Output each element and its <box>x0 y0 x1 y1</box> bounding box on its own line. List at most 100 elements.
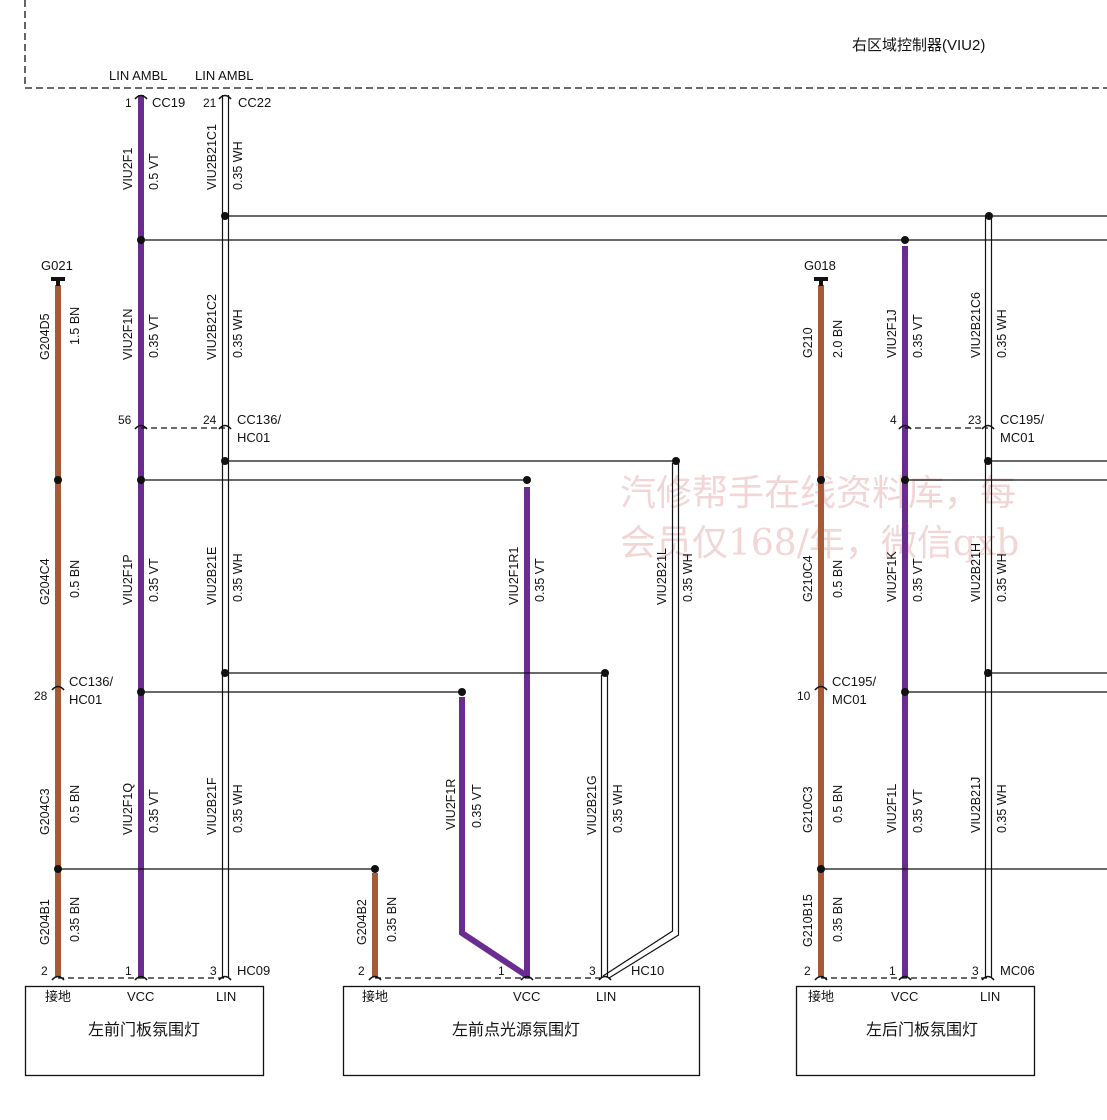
wire-spec: 0.5 BN <box>68 785 82 823</box>
component-title: 左前门板氛围灯 <box>88 1021 200 1039</box>
wire-id: G204D5 <box>38 313 52 360</box>
wire-spec: 0.35 BN <box>385 897 399 942</box>
pin-number: 1 <box>889 964 896 978</box>
wire-spec: 0.5 VT <box>147 153 161 190</box>
wire-spec: 0.35 VT <box>911 558 925 602</box>
terminal-vcc: VCC <box>127 989 154 1004</box>
pin-number: 21 <box>203 96 217 110</box>
connector-hc10: HC10 <box>631 963 664 978</box>
wire-spec: 1.5 BN <box>68 307 82 345</box>
wire-id: G210C3 <box>801 786 815 833</box>
wire-spec: 0.35 WH <box>231 141 245 190</box>
terminal-ground: 接地 <box>45 989 71 1004</box>
connector-arcs <box>51 94 995 981</box>
pin-number: 10 <box>797 689 811 703</box>
wire-id: VIU2B21L <box>655 548 669 605</box>
wire-white-viu2b21l <box>602 463 674 977</box>
pin-number: 28 <box>34 689 48 703</box>
wire-spec: 0.35 WH <box>995 784 1009 833</box>
pin-number: 4 <box>890 413 897 427</box>
ground-symbols <box>51 277 828 286</box>
component-title: 左前点光源氛围灯 <box>452 1021 580 1039</box>
module-pin-label: LIN AMBL <box>109 68 168 83</box>
wire-spec: 0.35 VT <box>911 789 925 833</box>
wire-id: VIU2F1L <box>885 784 899 833</box>
wire-id: VIU2B21G <box>585 775 599 835</box>
wire-id: VIU2B21F <box>205 777 219 835</box>
splice-dots <box>54 212 993 873</box>
pin-number: 3 <box>972 964 979 978</box>
wire-id: G204C4 <box>38 558 52 605</box>
terminal-ground: 接地 <box>808 989 834 1004</box>
wire-id: G204B2 <box>355 899 369 945</box>
wire-spec: 0.35 VT <box>147 558 161 602</box>
wire-id: G204B1 <box>38 899 52 945</box>
wire-id: G210C4 <box>801 555 815 602</box>
wire-id: VIU2B21C1 <box>205 124 219 190</box>
wire-spec: 0.35 VT <box>147 314 161 358</box>
terminal-ground: 接地 <box>362 989 388 1004</box>
wire-id: VIU2F1J <box>885 309 899 358</box>
component-left-rear-door: 接地 VCC LIN 左后门板氛围灯 <box>795 985 1036 1077</box>
wire-violet-viu2f1 <box>138 95 144 977</box>
wire-violet-viu2f1r1 <box>524 487 530 977</box>
pin-number: 23 <box>968 413 982 427</box>
wire-spec: 0.35 WH <box>995 309 1009 358</box>
wire-white-viu2b21l <box>608 463 680 979</box>
wire-violet-viu2f1j <box>902 246 908 977</box>
wire-spec: 0.35 BN <box>68 897 82 942</box>
terminal-vcc: VCC <box>513 989 540 1004</box>
connector-cc195-a: CC195/ <box>1000 412 1044 427</box>
pin-number: 3 <box>589 964 596 978</box>
connector-hc01-b: HC01 <box>69 692 102 707</box>
wire-spec: 0.35 WH <box>231 784 245 833</box>
wire-spec: 0.35 VT <box>147 789 161 833</box>
component-title: 左后门板氛围灯 <box>866 1021 978 1039</box>
wire-id: VIU2B21C6 <box>969 292 983 358</box>
terminal-lin: LIN <box>980 989 1000 1004</box>
component-left-front-spot: 接地 VCC LIN 左前点光源氛围灯 <box>342 985 701 1077</box>
wire-id: VIU2F1Q <box>121 783 135 835</box>
pin-number: 2 <box>804 964 811 978</box>
wire-violet-viu2f1r <box>459 697 529 979</box>
terminal-vcc: VCC <box>891 989 918 1004</box>
connector-hc01-a: HC01 <box>237 430 270 445</box>
wire-id: VIU2F1P <box>121 554 135 605</box>
module-pin-label: LIN AMBL <box>195 68 254 83</box>
wire-id: VIU2F1N <box>121 309 135 360</box>
wire-id: G210 <box>801 327 815 358</box>
pin-number: 2 <box>41 964 48 978</box>
connector-hc09: HC09 <box>237 963 270 978</box>
module-name: 右区域控制器(VIU2) <box>852 37 985 54</box>
component-left-front-door: 接地 VCC LIN 左前门板氛围灯 <box>24 985 265 1077</box>
wire-id: VIU2F1K <box>885 551 899 602</box>
wire-spec: 0.35 VT <box>533 558 547 602</box>
connector-cc22: CC22 <box>238 95 271 110</box>
wire-id: VIU2F1 <box>121 148 135 190</box>
wire-spec: 0.35 WH <box>611 784 625 833</box>
terminal-lin: LIN <box>216 989 236 1004</box>
connector-cc195-b: CC195/ <box>832 674 876 689</box>
connector-cc136-b: CC136/ <box>69 674 113 689</box>
wire-spec: 2.0 BN <box>831 320 845 358</box>
wire-id: VIU2B21E <box>205 547 219 605</box>
wire-spec: 0.35 VT <box>911 314 925 358</box>
wire-spec: 0.35 VT <box>470 784 484 828</box>
pin-number: 24 <box>203 413 217 427</box>
wire-brown-g204 <box>55 285 61 977</box>
wire-brown-g210 <box>818 285 824 977</box>
connector-cc19: CC19 <box>152 95 185 110</box>
pin-number: 56 <box>118 413 132 427</box>
pin-number: 1 <box>125 964 132 978</box>
connector-mc06: MC06 <box>1000 963 1035 978</box>
terminal-lin: LIN <box>596 989 616 1004</box>
connector-mc01-b: MC01 <box>832 692 867 707</box>
connector-labels: 1 CC19 21 CC22 56 24 CC136/ HC01 4 23 CC… <box>34 95 1044 978</box>
connector-mc01-a: MC01 <box>1000 430 1035 445</box>
module-viu2: 右区域控制器(VIU2) LIN AMBL LIN AMBL <box>24 0 1107 89</box>
wire-id: VIU2F1R1 <box>507 547 521 605</box>
wire-id: VIU2F1R <box>444 779 458 830</box>
wire-spec: 0.5 BN <box>68 560 82 598</box>
wires <box>51 94 1107 981</box>
